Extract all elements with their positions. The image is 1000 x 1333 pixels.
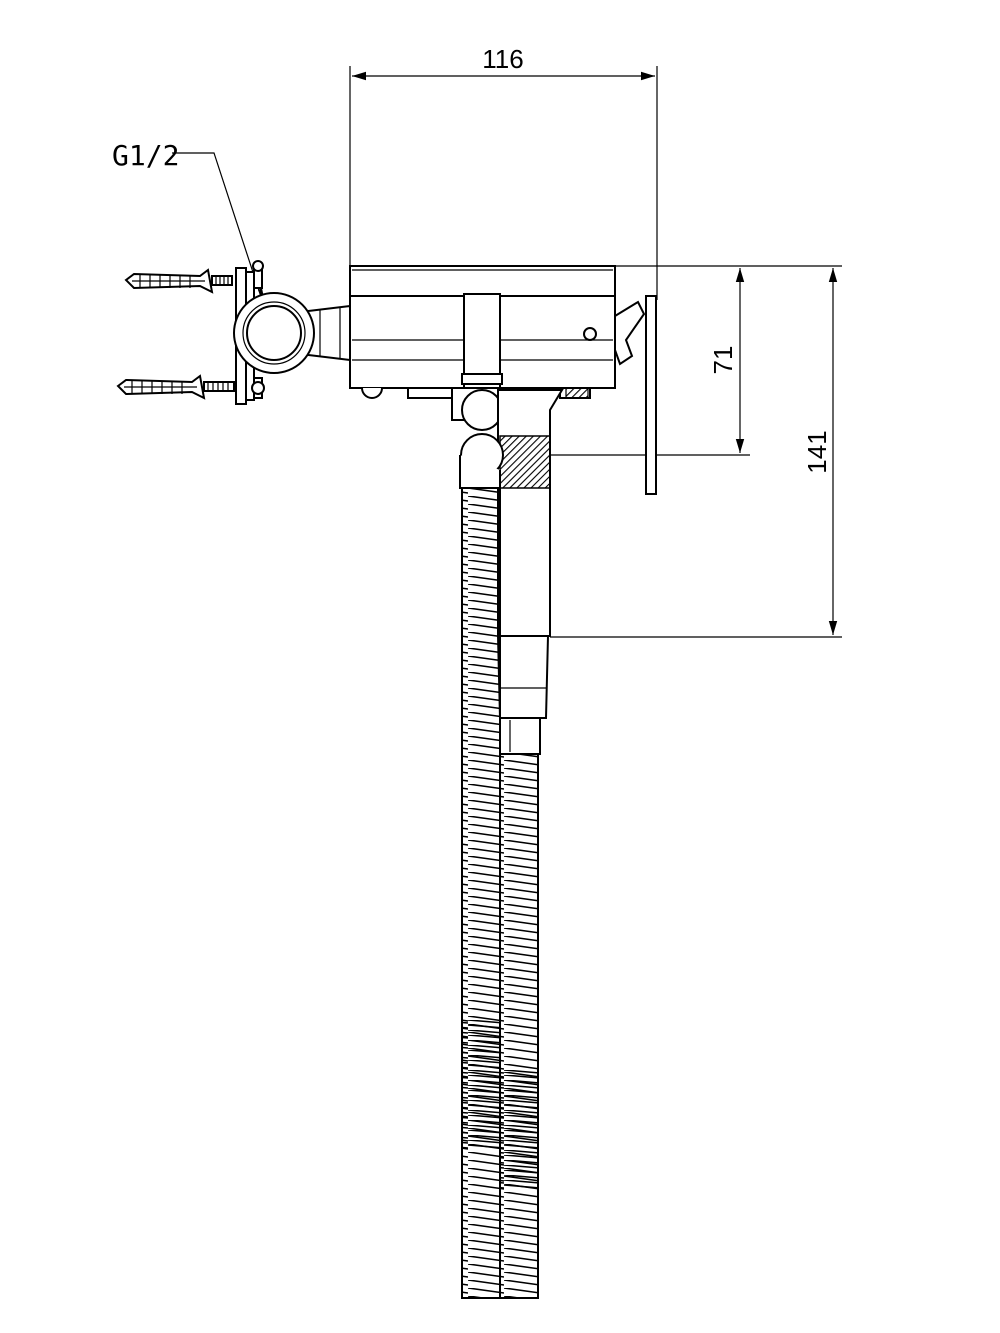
shower-handle [496,635,550,755]
dimension-outlet-height-label: 71 [708,346,738,375]
dimension-width: 116 [349,44,658,300]
thread-callout-label: G1/2 [112,139,179,172]
thread-callout: G1/2 [112,139,266,308]
dimension-width-label: 116 [482,44,523,74]
wall-anchor-bottom [116,374,235,400]
wall-anchor-top [124,268,233,294]
wall-connector-elbow [233,292,351,374]
shower-hose-right [499,753,539,1299]
outlet-stem [451,293,515,431]
dimension-total-height-label: 141 [802,430,832,473]
control-lever [614,295,657,495]
dimension-total-height: 141 [550,265,842,638]
shower-hose-left [461,487,501,1299]
